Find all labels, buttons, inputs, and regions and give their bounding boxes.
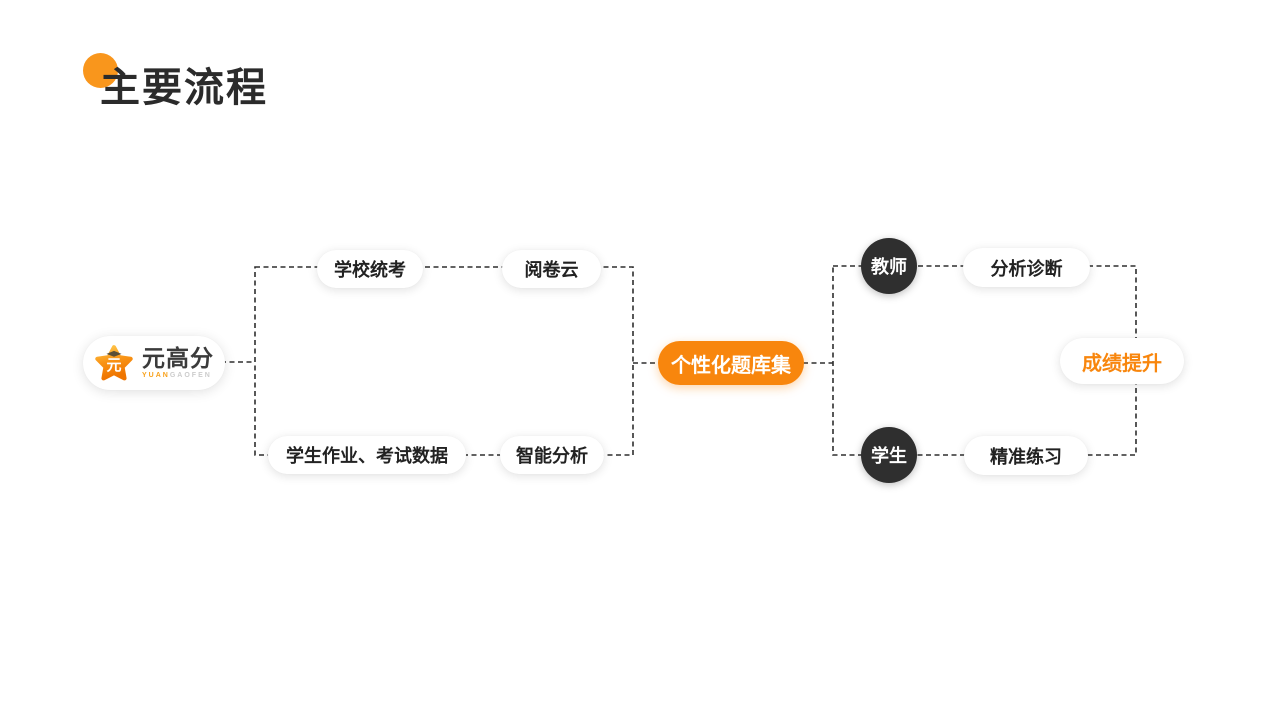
node-diagnosis: 分析诊断 — [963, 248, 1090, 287]
logo-name: 元高分 — [142, 345, 214, 371]
node-practice: 精准练习 — [964, 436, 1088, 475]
page-title: 主要流程 — [100, 66, 268, 110]
logo-glyph: 元 — [106, 357, 121, 374]
brand-logo: 元 元高分 YUANGAOFEN — [83, 336, 225, 390]
node-smart-analysis: 智能分析 — [500, 436, 604, 474]
node-grading-cloud: 阅卷云 — [502, 250, 601, 288]
role-student: 学生 — [861, 427, 917, 483]
node-student-data: 学生作业、考试数据 — [268, 436, 466, 474]
graduation-cap-icon — [106, 350, 122, 357]
node-school-exam: 学校统考 — [317, 250, 423, 288]
logo-text-block: 元高分 YUANGAOFEN — [142, 345, 214, 380]
left-group-frame — [254, 266, 634, 456]
title-accent-dot — [83, 53, 118, 88]
node-improvement: 成绩提升 — [1060, 338, 1184, 384]
star-logo-icon: 元 — [94, 343, 134, 383]
node-question-bank: 个性化题库集 — [658, 341, 804, 385]
logo-subtext: YUANGAOFEN — [142, 372, 212, 379]
role-teacher: 教师 — [861, 238, 917, 294]
logo-subtext-gray: GAOFEN — [169, 372, 212, 379]
logo-subtext-orange: YUAN — [142, 372, 170, 379]
